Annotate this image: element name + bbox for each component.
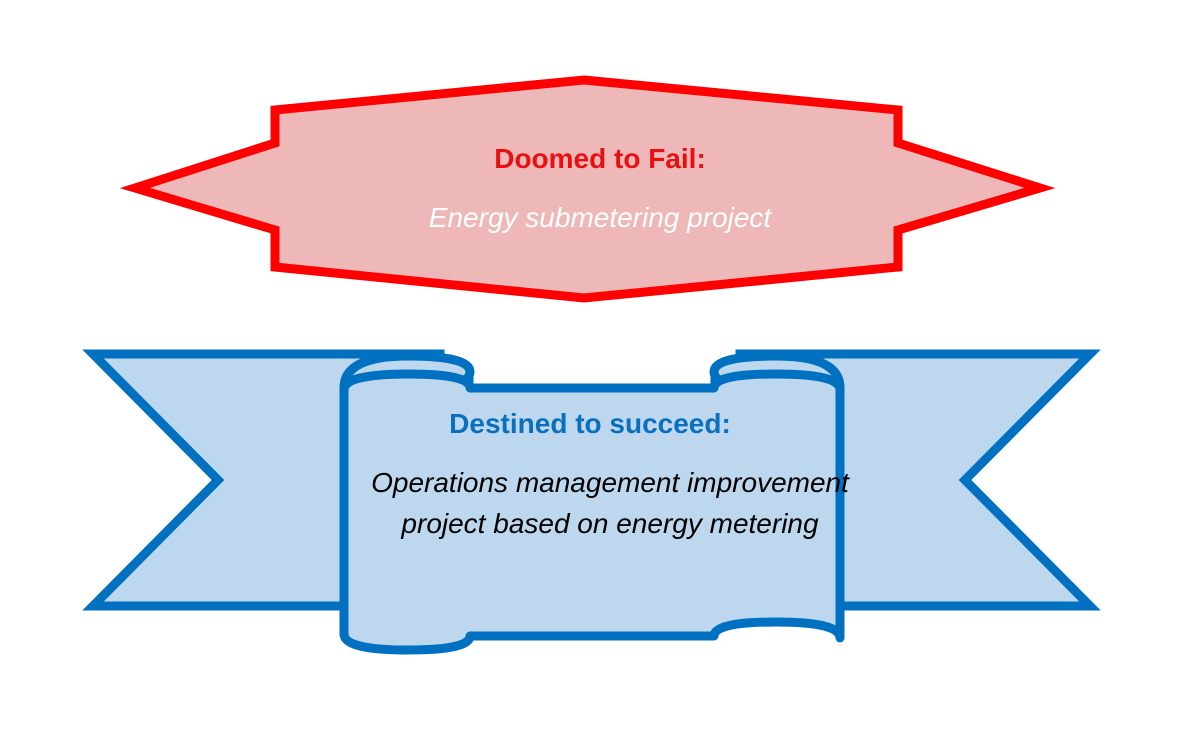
fail-subtitle: Energy submetering project [428,202,772,233]
fail-burst-shape [119,75,1056,303]
fail-title: Doomed to Fail: [494,143,706,174]
success-title: Destined to succeed: [449,408,731,439]
ribbon-center-panel [339,369,845,655]
success-body: Operations management improvement projec… [371,467,849,539]
success-text-block: Destined to succeed: Operations manageme… [340,408,849,544]
